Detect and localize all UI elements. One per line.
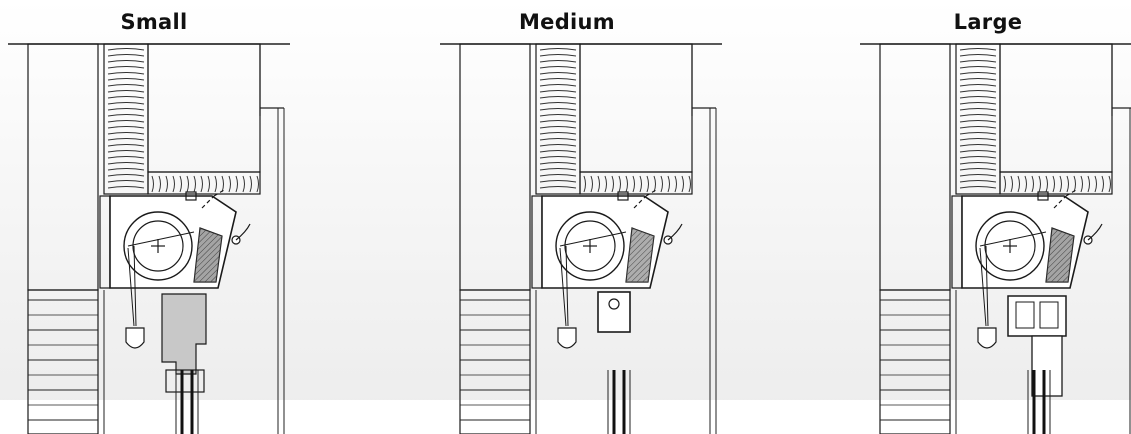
strap (565, 245, 569, 327)
section-drawing-large (860, 43, 1131, 434)
strap (979, 247, 987, 327)
lintel-hatch (999, 43, 1113, 173)
strap-line (979, 231, 1047, 247)
strap (985, 245, 989, 327)
brick-block (27, 289, 99, 434)
alu-sash-profile (1031, 335, 1063, 397)
insulation-wedge-fill (194, 228, 222, 282)
insulation-waves (151, 175, 259, 193)
box-side-panel (99, 195, 111, 289)
strap (559, 247, 567, 327)
panel-title-small: Small (120, 10, 188, 34)
flap-arc (667, 223, 683, 241)
section-drawing-small (8, 43, 290, 434)
strap (133, 245, 137, 327)
strap (127, 247, 135, 327)
steel-frame-profile (597, 291, 631, 333)
insulation-wedge-fill (626, 228, 654, 282)
wood-frame-profile (161, 293, 207, 375)
insulation-waves (1003, 175, 1111, 193)
end-weight (125, 327, 145, 349)
lintel-insulation (999, 171, 1113, 195)
panel-title-large: Large (953, 10, 1023, 34)
insulation-wedge-fill (1046, 228, 1074, 282)
lintel-hatch (579, 43, 693, 173)
fixing-bracket (617, 191, 629, 201)
flap-arc (1087, 223, 1103, 241)
frame-sash (165, 369, 205, 393)
bottom-fade (0, 400, 1131, 434)
panel-small: Small (0, 0, 300, 434)
strap-line (559, 231, 627, 247)
wall-hatch (27, 43, 99, 291)
insulation-coil (959, 48, 997, 189)
panel-medium: Medium (432, 0, 732, 434)
wall-hatch (879, 43, 951, 291)
inspection-flap (633, 189, 657, 209)
box-side-panel (531, 195, 543, 289)
flap-arc (235, 223, 251, 241)
end-weight (557, 327, 577, 349)
inspection-flap (201, 189, 225, 209)
lintel-insulation (147, 171, 261, 195)
brick-block (459, 289, 531, 434)
lintel-hatch (147, 43, 261, 173)
section-drawing-medium (440, 43, 722, 434)
box-side-panel (951, 195, 963, 289)
fixing-bracket (1037, 191, 1049, 201)
steel-fixing (608, 298, 620, 310)
brick-block (879, 289, 951, 434)
insulation-coil (539, 48, 577, 189)
panel-large: Large (852, 0, 1131, 434)
alu-chamber (1039, 301, 1059, 329)
lintel-insulation (579, 171, 693, 195)
panel-title-medium: Medium (518, 10, 615, 34)
insulation-waves (583, 175, 691, 193)
insulation-coil (107, 48, 145, 189)
strap-line (127, 231, 195, 247)
fixing-bracket (185, 191, 197, 201)
wall-hatch (459, 43, 531, 291)
end-weight (977, 327, 997, 349)
inspection-flap (1053, 189, 1077, 209)
alu-chamber (1015, 301, 1035, 329)
